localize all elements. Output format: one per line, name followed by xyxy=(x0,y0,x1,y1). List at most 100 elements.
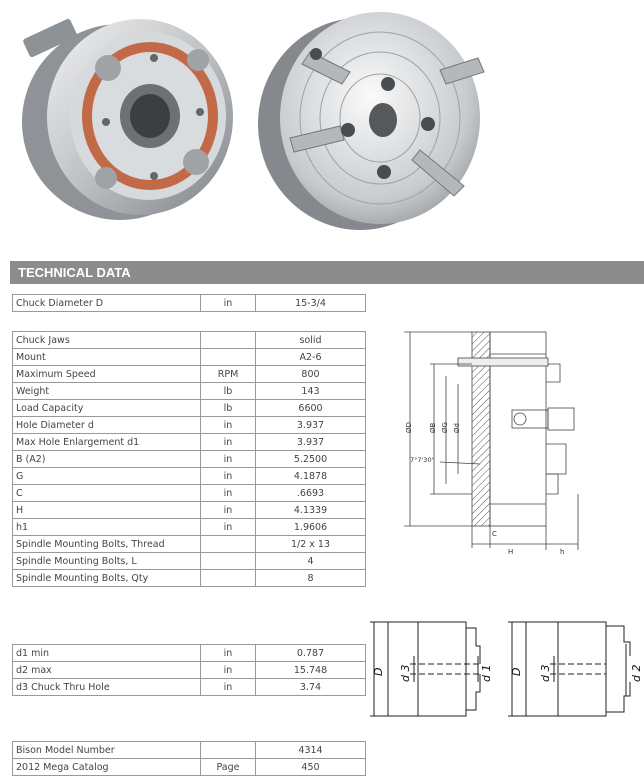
dim-label-h: h xyxy=(560,548,564,556)
spec-unit xyxy=(200,552,256,570)
small-left-d1: d 1 xyxy=(480,665,493,682)
spec-label: C xyxy=(12,484,201,502)
spec-unit: in xyxy=(200,416,256,434)
spec-label: d1 min xyxy=(12,644,201,662)
spec-value: 800 xyxy=(255,365,366,383)
spec-unit xyxy=(200,348,256,366)
spec-unit: in xyxy=(200,644,256,662)
spec-value: 8 xyxy=(255,569,366,587)
chuck-section-drawing: ØD ØB ØG Ød 7°7'30" C H h xyxy=(404,331,579,556)
spec-unit: in xyxy=(200,433,256,451)
hole-diagram-d1: D d 3 d 1 xyxy=(370,621,493,717)
spec-value: 3.74 xyxy=(255,678,366,696)
small-left-d3: d 3 xyxy=(399,665,412,682)
spec-label: Weight xyxy=(12,382,201,400)
spec-unit: in xyxy=(200,484,256,502)
spec-unit: RPM xyxy=(200,365,256,383)
product-photos xyxy=(22,12,485,230)
small-right-d2: d 2 xyxy=(630,665,642,682)
spec-value: 15.748 xyxy=(255,661,366,679)
spec-label: d3 Chuck Thru Hole xyxy=(12,678,201,696)
small-right-D: D xyxy=(510,668,523,676)
spec-label: Max Hole Enlargement d1 xyxy=(12,433,201,451)
spec-label: G xyxy=(12,467,201,485)
spec-value: 3.937 xyxy=(255,416,366,434)
spec-value: 0.787 xyxy=(255,644,366,662)
spec-label: h1 xyxy=(12,518,201,536)
spec-label: Chuck Jaws xyxy=(12,331,201,349)
dim-label-G: ØG xyxy=(441,422,449,433)
chuck-back-photo xyxy=(22,18,233,220)
spec-unit xyxy=(200,569,256,587)
table-row: Spindle Mounting Bolts, Qty 8 xyxy=(12,569,366,587)
spec-label: Hole Diameter d xyxy=(12,416,201,434)
spec-unit: lb xyxy=(200,382,256,400)
spec-unit xyxy=(200,535,256,553)
spec-value: solid xyxy=(255,331,366,349)
spec-label: Spindle Mounting Bolts, Qty xyxy=(12,569,201,587)
spec-unit: in xyxy=(200,294,256,312)
spec-unit: in xyxy=(200,678,256,696)
spec-unit: in xyxy=(200,518,256,536)
spec-value: 1/2 x 13 xyxy=(255,535,366,553)
spec-unit: lb xyxy=(200,399,256,417)
spec-value: 4 xyxy=(255,552,366,570)
spec-label: Spindle Mounting Bolts, Thread xyxy=(12,535,201,553)
spec-value: 5.2500 xyxy=(255,450,366,468)
small-right-d3: d 3 xyxy=(539,665,552,682)
spec-unit: in xyxy=(200,501,256,519)
spec-value: 450 xyxy=(255,758,366,776)
spec-unit xyxy=(200,331,256,349)
dim-label-C: C xyxy=(492,530,497,538)
dim-label-angle: 7°7'30" xyxy=(410,456,435,464)
spec-label: Maximum Speed xyxy=(12,365,201,383)
spec-label: Spindle Mounting Bolts, L xyxy=(12,552,201,570)
dim-label-B: ØB xyxy=(429,422,437,433)
spec-label: 2012 Mega Catalog xyxy=(12,758,201,776)
spec-value: 4.1339 xyxy=(255,501,366,519)
spec-value: 143 xyxy=(255,382,366,400)
spec-label: Mount xyxy=(12,348,201,366)
spec-unit: in xyxy=(200,450,256,468)
spec-value: .6693 xyxy=(255,484,366,502)
dim-label-H: H xyxy=(508,548,513,556)
chuck-front-photo xyxy=(258,12,485,230)
table-row: Spindle Mounting Bolts, L 4 xyxy=(12,552,366,570)
spec-unit: in xyxy=(200,661,256,679)
spec-value: 4314 xyxy=(255,741,366,759)
spec-value: 15-3/4 xyxy=(255,294,366,312)
spec-value: 4.1878 xyxy=(255,467,366,485)
hole-diagram-d2: D d 3 d 2 xyxy=(508,621,642,717)
spec-unit: in xyxy=(200,467,256,485)
spec-label: H xyxy=(12,501,201,519)
spec-label: B (A2) xyxy=(12,450,201,468)
spec-unit: Page xyxy=(200,758,256,776)
table-row: Spindle Mounting Bolts, Thread 1/2 x 13 xyxy=(12,535,366,553)
dim-label-D: ØD xyxy=(405,422,413,433)
small-left-D: D xyxy=(372,668,385,676)
spec-value: 6600 xyxy=(255,399,366,417)
spec-value: 3.937 xyxy=(255,433,366,451)
spec-label: Chuck Diameter D xyxy=(12,294,201,312)
dim-label-d: Ød xyxy=(453,423,461,433)
